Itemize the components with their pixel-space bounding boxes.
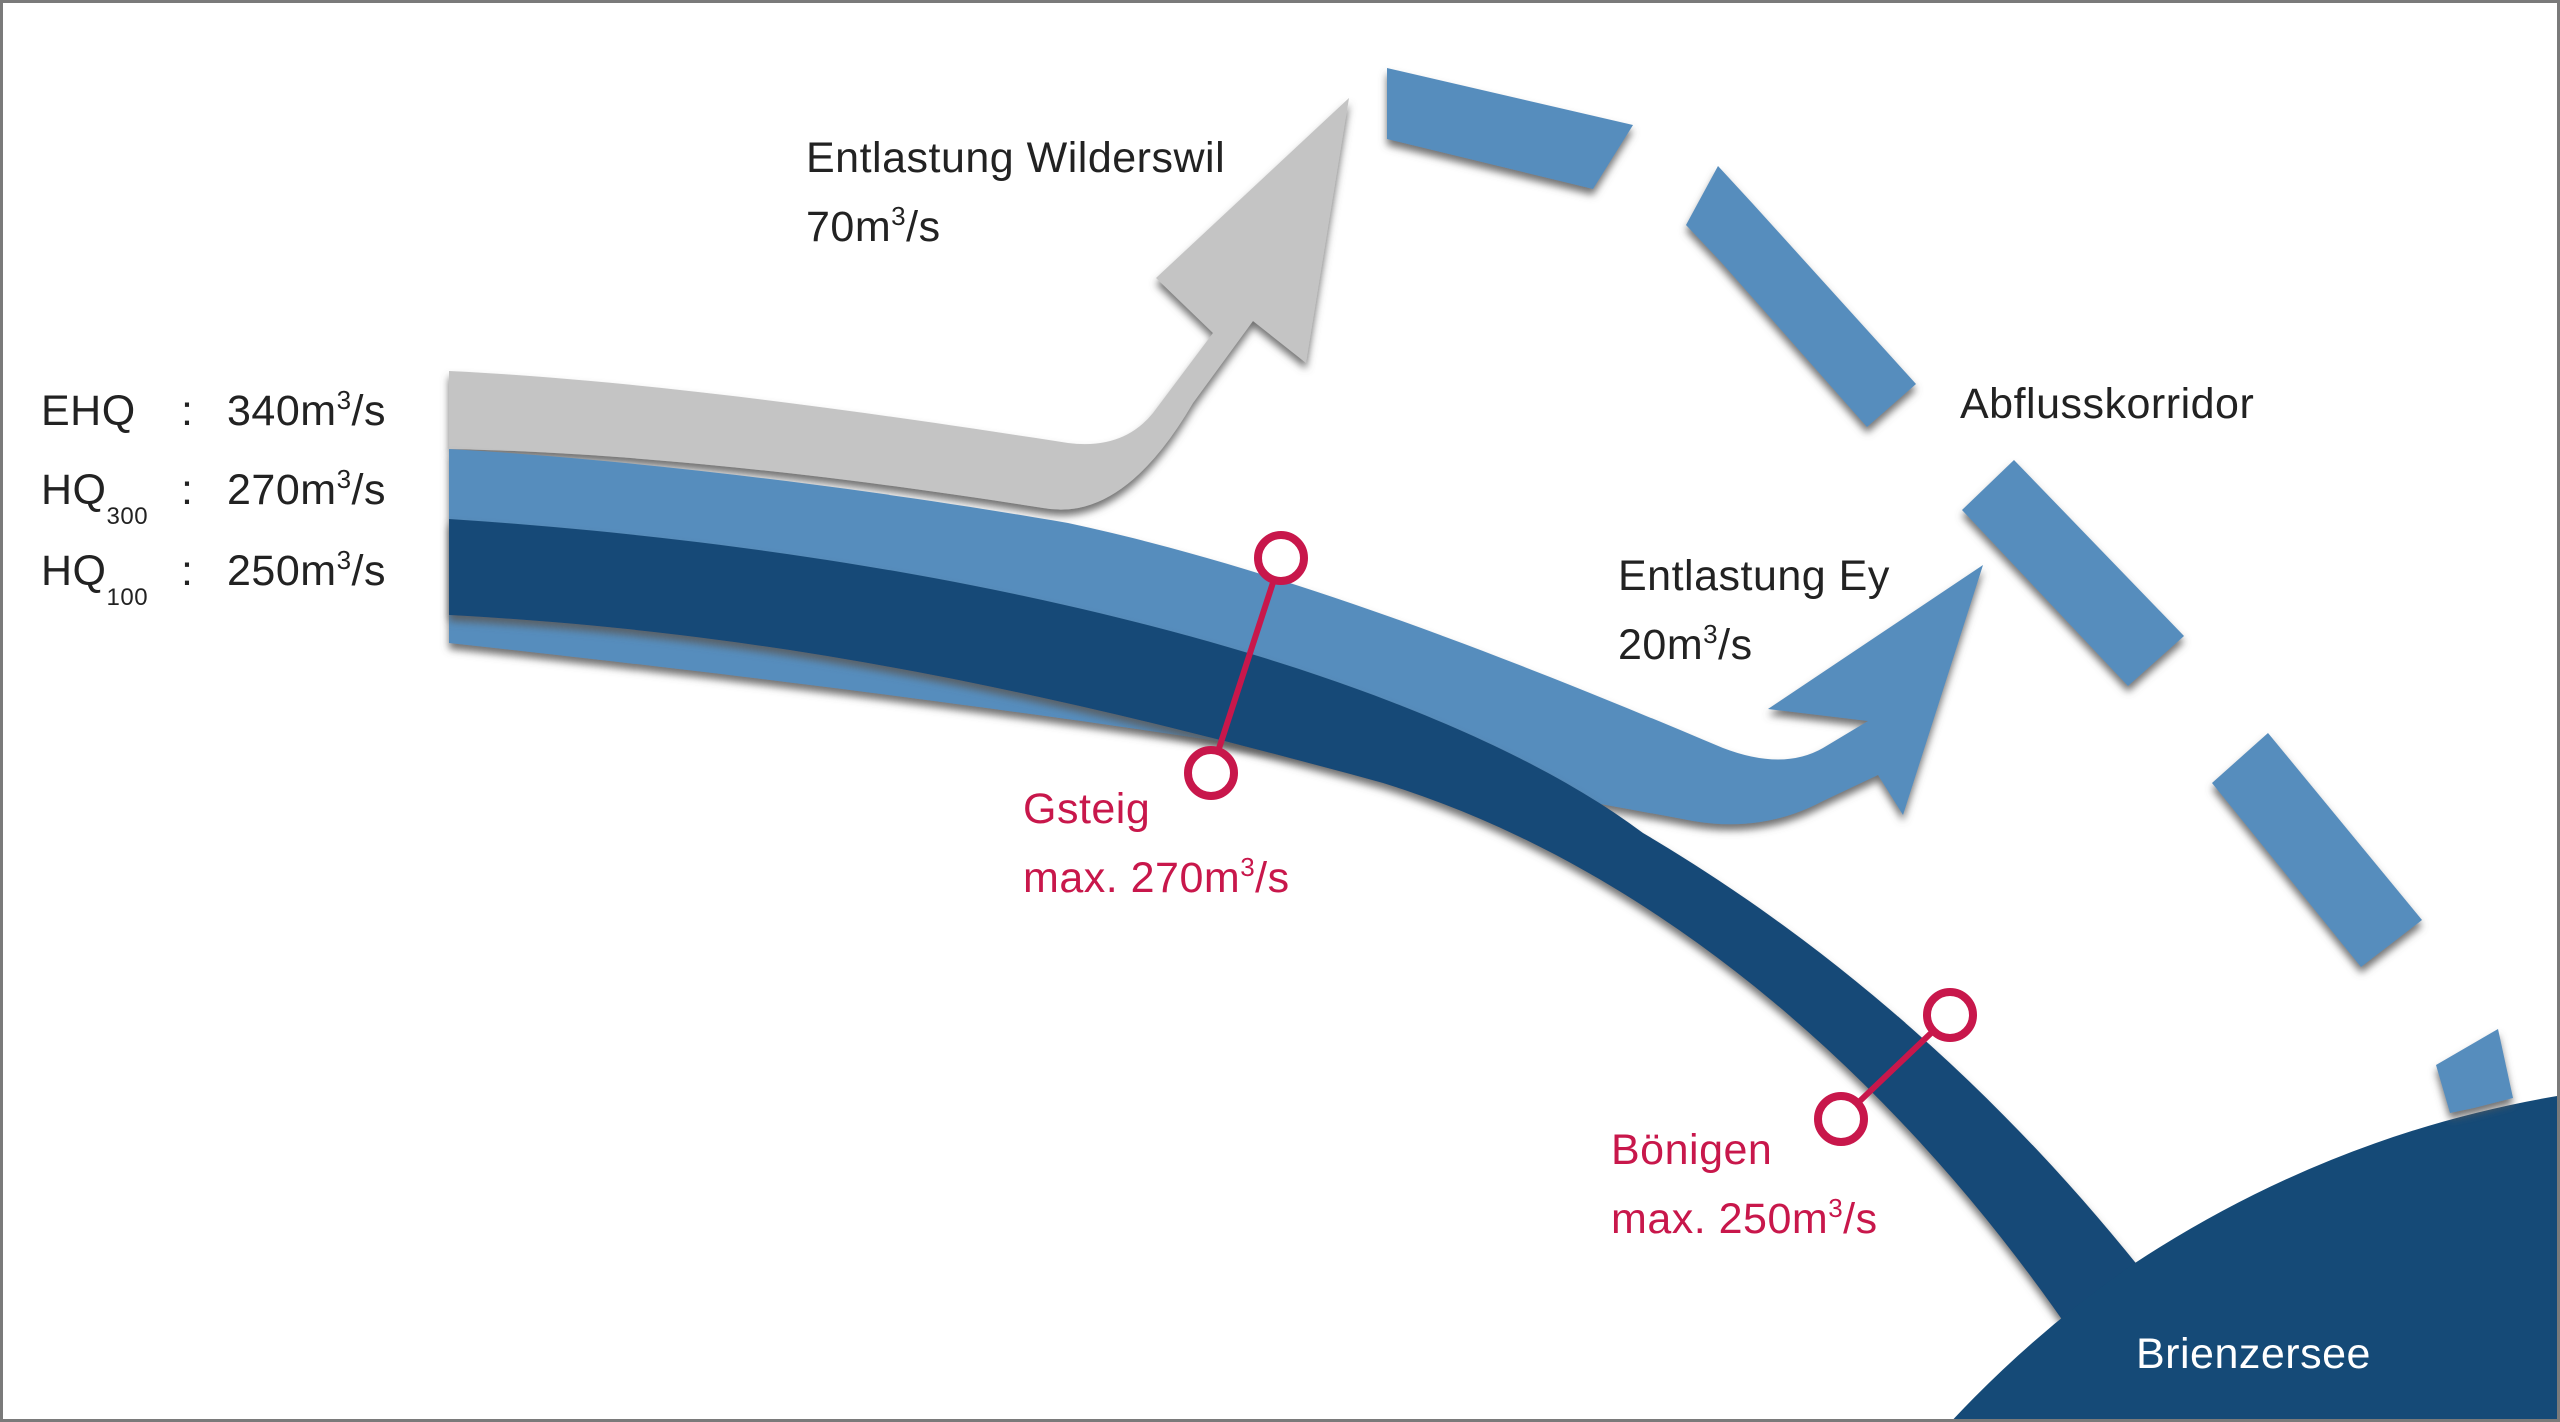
legend-separator: :	[181, 387, 194, 435]
legend-value: 270m3/s	[227, 464, 386, 514]
legend-value: 250m3/s	[227, 545, 386, 595]
legend-value: 340m3/s	[227, 385, 386, 435]
legend-hq300: HQ300 : 270m3/s	[41, 464, 441, 530]
lake-brienzersee	[1953, 1096, 2557, 1419]
lake-label: Brienzersee	[2136, 1330, 2371, 1378]
diagram-graphics	[449, 68, 2557, 1419]
boenigen-title: Bönigen	[1611, 1126, 1773, 1174]
relief-ey-value: 20m3/s	[1618, 619, 1753, 669]
boenigen-marker	[1814, 988, 1977, 1146]
corridor-dashes	[1387, 68, 2513, 1113]
legend-name: HQ100	[41, 547, 149, 611]
gsteig-label: Gsteig max. 270m3/s	[1023, 788, 1290, 900]
legend-ehq: EHQ : 340m3/s	[41, 385, 441, 450]
boenigen-label: Bönigen max. 250m3/s	[1611, 1129, 1878, 1241]
main-channel	[449, 519, 2139, 1321]
gsteig-title: Gsteig	[1023, 785, 1151, 833]
relief-ey-title: Entlastung Ey	[1618, 552, 1890, 600]
gsteig-marker	[1184, 531, 1308, 800]
legend-separator: :	[181, 466, 194, 514]
boenigen-capacity: max. 250m3/s	[1611, 1193, 1878, 1243]
corridor-label: Abflusskorridor	[1960, 380, 2255, 428]
legend-name: EHQ	[41, 387, 136, 435]
relief-ey-arrow	[449, 449, 1983, 825]
legend-separator: :	[181, 547, 194, 595]
legend-name: HQ300	[41, 466, 149, 530]
relief-wilderswil-title: Entlastung Wilderswil	[806, 134, 1226, 182]
relief-wilderswil-arrow	[449, 98, 1349, 510]
relief-wilderswil-label: Entlastung Wilderswil 70m3/s	[806, 137, 1225, 249]
relief-wilderswil-value: 70m3/s	[806, 201, 941, 251]
gsteig-capacity: max. 270m3/s	[1023, 852, 1290, 902]
relief-ey-label: Entlastung Ey 20m3/s	[1618, 555, 1890, 667]
legend-hq100: HQ100 : 250m3/s	[41, 545, 441, 611]
